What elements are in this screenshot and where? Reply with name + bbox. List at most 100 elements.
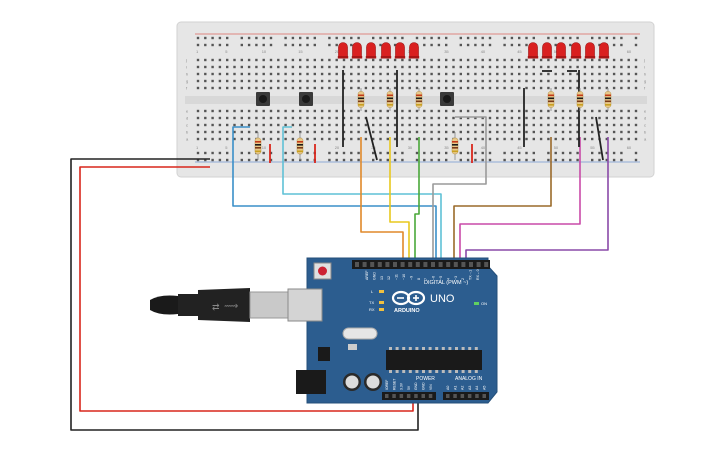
resistor-button-1[interactable] [254,132,262,160]
analog-pin-label: A3 [468,386,472,390]
wire-green-led[interactable] [414,137,420,258]
row-letter: c [186,123,188,128]
onboard-leds: L TX RX ON [369,289,487,312]
digital-pin-label: 2 [461,278,465,280]
red-led-1[interactable] [337,42,349,59]
row-letter: g [644,79,646,84]
wire-gnd-black[interactable] [70,158,419,431]
digital-pin-label: ~6 [432,276,436,280]
column-number: 45 [517,145,522,150]
row-letter: d [186,116,188,121]
wires[interactable] [70,70,609,431]
usb-b-jack [287,288,323,322]
wire-brown-led[interactable] [453,137,552,258]
arduino-logo [391,290,426,306]
resistor-led-1[interactable] [357,88,365,111]
wire-grey-button[interactable] [432,116,487,258]
svg-text:⇄: ⇄ [212,302,220,312]
column-number: 40 [481,49,486,54]
digital-pin-label: ~5 [439,276,443,280]
red-led-3[interactable] [365,42,377,59]
push-button-1[interactable] [256,92,270,106]
analog-label: ANALOG IN [455,376,483,382]
row-letter: a [644,137,647,142]
wire-cyan-button[interactable] [282,126,442,258]
resistor-led-2[interactable] [386,88,394,111]
red-led-7[interactable] [527,42,539,59]
row-letter: b [186,130,189,135]
row-letter: h [644,72,646,77]
resistor-led-5[interactable] [576,88,584,111]
digital-header [352,260,490,269]
red-led-5[interactable] [394,42,406,59]
wire-yellow-led[interactable] [389,137,410,258]
wire-orange-led[interactable] [360,137,404,258]
red-led-10[interactable] [570,42,582,59]
digital-pin-label: RX←0 [476,269,480,280]
push-buttons[interactable] [256,92,454,106]
power-pin-label: IOREF [385,380,389,390]
push-button-3[interactable] [440,92,454,106]
red-led-8[interactable] [541,42,553,59]
push-button-2[interactable] [299,92,313,106]
red-led-2[interactable] [351,42,363,59]
column-number: 5 [225,145,228,150]
row-letter: f [644,86,646,91]
column-number: 45 [517,49,522,54]
column-number: 20 [335,145,340,150]
power-pin-label: RESET [392,379,396,390]
row-letter: e [186,109,189,114]
wire-magenta-led[interactable] [459,137,581,258]
svg-text:L: L [371,289,374,294]
digital-pin-label: 13 [380,276,384,280]
red-led-12[interactable] [598,42,610,59]
digital-pin-label: TX→1 [469,270,473,280]
red-led-9[interactable] [555,42,567,59]
digital-pin-label: 8 [417,278,421,280]
resistor-led-4[interactable] [547,88,555,111]
svg-text:ON: ON [481,301,487,306]
analog-pin-label: A2 [461,386,465,390]
power-pin-label: GND [422,382,426,390]
analog-pin-label: A1 [453,386,457,390]
column-number: 10 [262,145,267,150]
digital-pin-label: 12 [387,276,391,280]
reset-button[interactable] [313,262,332,280]
analog-pin-label: A4 [475,386,479,390]
atmega-chip [386,350,482,370]
row-letter: h [186,72,188,77]
crystal-oscillator [342,327,378,340]
model-label: UNO [430,293,455,305]
wire-5v-red[interactable] [79,166,414,412]
red-led-4[interactable] [380,42,392,59]
row-letter: i [644,65,645,70]
resistor-led-6[interactable] [604,88,612,111]
wire-purple-led[interactable] [465,137,609,258]
usb-cable[interactable]: ⇄ ⟿ [150,288,289,322]
resistor-led-3[interactable] [415,88,423,111]
svg-text:RX: RX [369,307,375,312]
resistors [254,88,612,160]
breadboard-holes [196,36,638,162]
digital-pin-label: 7 [424,278,428,280]
row-letter: a [186,137,189,142]
digital-pin-label: GND [372,272,376,280]
row-letter: i [186,65,187,70]
column-number: 55 [590,145,595,150]
resistor-button-3[interactable] [451,132,459,160]
column-number: 5 [225,49,228,54]
power-pin-label: VIN [429,384,433,390]
digital-pin-label: ~9 [409,276,413,280]
row-letter: j [185,58,187,63]
usb-icon: ⟿ [224,301,238,312]
wire-blue-button[interactable] [232,126,437,258]
red-led-11[interactable] [584,42,596,59]
analog-header [443,392,489,400]
red-led-6[interactable] [408,42,420,59]
row-letter: f [186,86,188,91]
resistor-button-2[interactable] [296,132,304,160]
